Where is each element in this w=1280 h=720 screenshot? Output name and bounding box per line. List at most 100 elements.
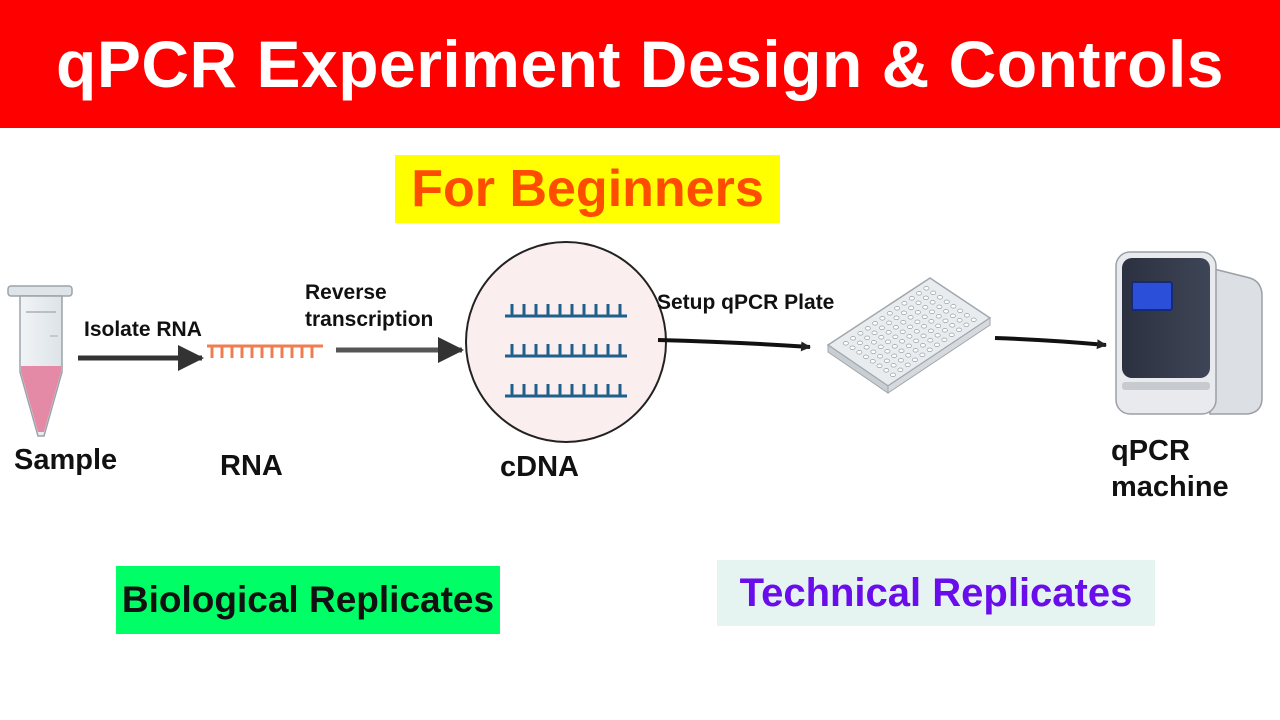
plate-well — [934, 333, 941, 338]
plate-well — [872, 321, 879, 326]
plate-well — [883, 358, 890, 363]
plate-well — [956, 318, 963, 323]
plate-well — [893, 315, 900, 320]
plate-well — [963, 313, 970, 318]
plate-well — [941, 337, 948, 342]
plate-well — [927, 338, 934, 343]
plate-well — [898, 348, 905, 353]
plate-well — [963, 322, 970, 327]
plate-well — [906, 334, 913, 339]
cdna-circle-icon — [465, 241, 667, 443]
plate-well — [949, 313, 956, 318]
plate-well — [890, 363, 897, 368]
plate-well — [930, 290, 937, 295]
plate-well — [900, 320, 907, 325]
plate-well — [891, 353, 898, 358]
plate-well — [914, 310, 921, 315]
plate-well — [892, 325, 899, 330]
plate-well — [899, 339, 906, 344]
plate-well — [907, 324, 913, 329]
plate-well — [935, 323, 942, 328]
plate-well — [905, 343, 912, 348]
plate-well — [921, 314, 928, 319]
plate-well — [950, 304, 957, 309]
plate-well — [904, 362, 911, 367]
qpcr-machine-icon — [1115, 251, 1263, 415]
plate-well — [905, 353, 912, 358]
plate-well — [957, 308, 964, 313]
sample-label: Sample — [14, 444, 118, 476]
plate-well — [941, 328, 948, 333]
plate-well — [926, 347, 933, 352]
plate-well — [908, 305, 915, 310]
plate-well — [877, 344, 884, 349]
plate-well — [894, 306, 901, 311]
plate-well — [908, 296, 915, 301]
plate-well — [897, 367, 904, 372]
plate-well — [864, 335, 871, 340]
subtitle-badge: For Beginners — [395, 155, 780, 223]
plate-well — [892, 334, 899, 339]
plate-well — [890, 372, 896, 377]
plate-well — [919, 343, 926, 348]
plate-well — [863, 354, 869, 359]
plate-well — [901, 301, 908, 306]
plate-well — [970, 317, 977, 322]
plate-well — [856, 340, 863, 345]
plate-well — [878, 335, 885, 340]
plate-well — [934, 342, 940, 347]
qpcr-machine-line2: machine — [1111, 471, 1229, 503]
arrow-setup-plate — [657, 338, 811, 352]
plate-well — [929, 309, 935, 314]
plate-well — [916, 291, 923, 296]
reverse-transcription-line2: transcription — [305, 308, 434, 331]
plate-well — [923, 286, 930, 291]
plate-well — [912, 357, 918, 362]
plate-well — [922, 295, 929, 300]
plate-well — [927, 328, 934, 333]
plate-well — [864, 326, 871, 331]
plate-well — [928, 319, 935, 324]
plate-well — [922, 305, 929, 310]
plate-well — [929, 300, 936, 305]
plate-well — [921, 324, 928, 329]
plate-well — [943, 309, 950, 314]
plate-well — [891, 344, 898, 349]
plate-well — [956, 327, 962, 332]
reverse-transcription-line1: Reverse — [305, 281, 387, 304]
plate-well — [856, 350, 863, 355]
plate-well — [907, 315, 914, 320]
plate-well — [871, 330, 878, 335]
plate-well — [885, 339, 891, 344]
setup-plate-label: Setup qPCR Plate — [657, 291, 835, 314]
plate-well — [914, 319, 921, 324]
plate-well — [869, 359, 876, 364]
plate-well — [943, 299, 950, 304]
plate-well — [935, 314, 942, 319]
plate-well — [863, 345, 870, 350]
sample-tube-icon — [7, 285, 73, 437]
plate-well — [942, 318, 949, 323]
plate-well — [870, 340, 877, 345]
plate-well — [878, 325, 885, 330]
cdna-label: cDNA — [500, 451, 579, 483]
plate-well — [879, 316, 886, 321]
plate-well — [913, 338, 920, 343]
plate-well — [948, 332, 955, 337]
qpcr-machine-line1: qPCR — [1111, 435, 1190, 467]
plate-well — [885, 330, 892, 335]
plate-well — [877, 354, 884, 359]
plate-well — [897, 358, 904, 363]
qpcr-plate-icon — [826, 277, 992, 394]
plate-well — [936, 304, 943, 309]
reverse-transcription-label: Reverse transcription — [305, 279, 433, 333]
plate-well — [936, 295, 943, 300]
plate-well — [886, 320, 893, 325]
arrow-to-machine — [994, 336, 1107, 350]
plate-well — [850, 336, 857, 341]
qpcr-machine-label: qPCR machine — [1111, 433, 1229, 505]
technical-replicates-badge: Technical Replicates — [717, 560, 1155, 626]
plate-well — [876, 363, 883, 368]
plate-well — [949, 323, 956, 328]
